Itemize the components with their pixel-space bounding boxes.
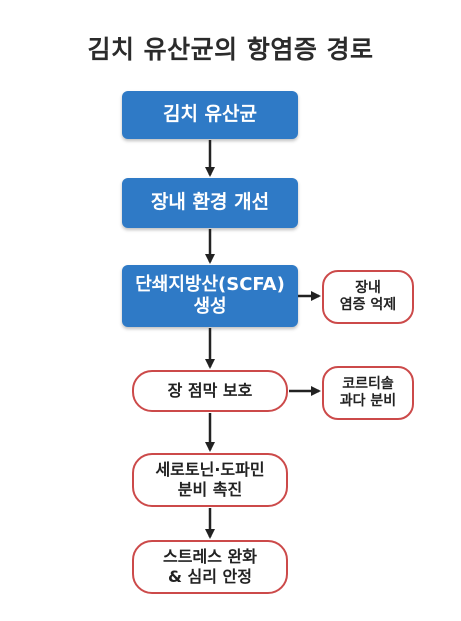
side-node-inflammation: 장내 염증 억제: [322, 270, 414, 324]
node-label: 장 점막 보호: [167, 381, 253, 400]
node-kimchi-lactobacillus: 김치 유산균: [122, 91, 298, 139]
node-mucosa-protection: 장 점막 보호: [132, 370, 288, 412]
side-node-cortisol: 코르티솔 과다 분비: [322, 366, 414, 420]
side-label-line2: 염증 억제: [339, 297, 397, 313]
node-label-line1: 세로토닌·도파민: [155, 460, 265, 479]
node-label-line2: & 심리 안정: [168, 567, 252, 586]
side-label-line1: 코르티솔: [342, 375, 394, 392]
node-stress-relief: 스트레스 완화 & 심리 안정: [132, 540, 288, 594]
node-label-line2: 분비 촉진: [177, 480, 243, 499]
side-label-line2: 과다 분비: [339, 393, 397, 409]
node-label-line1: 스트레스 완화: [163, 547, 257, 566]
node-label: 장내 환경 개선: [150, 191, 270, 214]
diagram-title: 김치 유산균의 항염증 경로: [87, 35, 374, 64]
side-label-line1: 장내: [355, 279, 381, 296]
node-gut-environment: 장내 환경 개선: [122, 178, 298, 228]
node-label-line2: 생성: [193, 296, 227, 317]
node-label-line1: 단쇄지방산(SCFA): [135, 273, 285, 295]
node-scfa-production: 단쇄지방산(SCFA) 생성: [122, 265, 298, 327]
node-label: 김치 유산균: [162, 103, 257, 126]
node-serotonin-dopamine: 세로토닌·도파민 분비 촉진: [132, 453, 288, 507]
